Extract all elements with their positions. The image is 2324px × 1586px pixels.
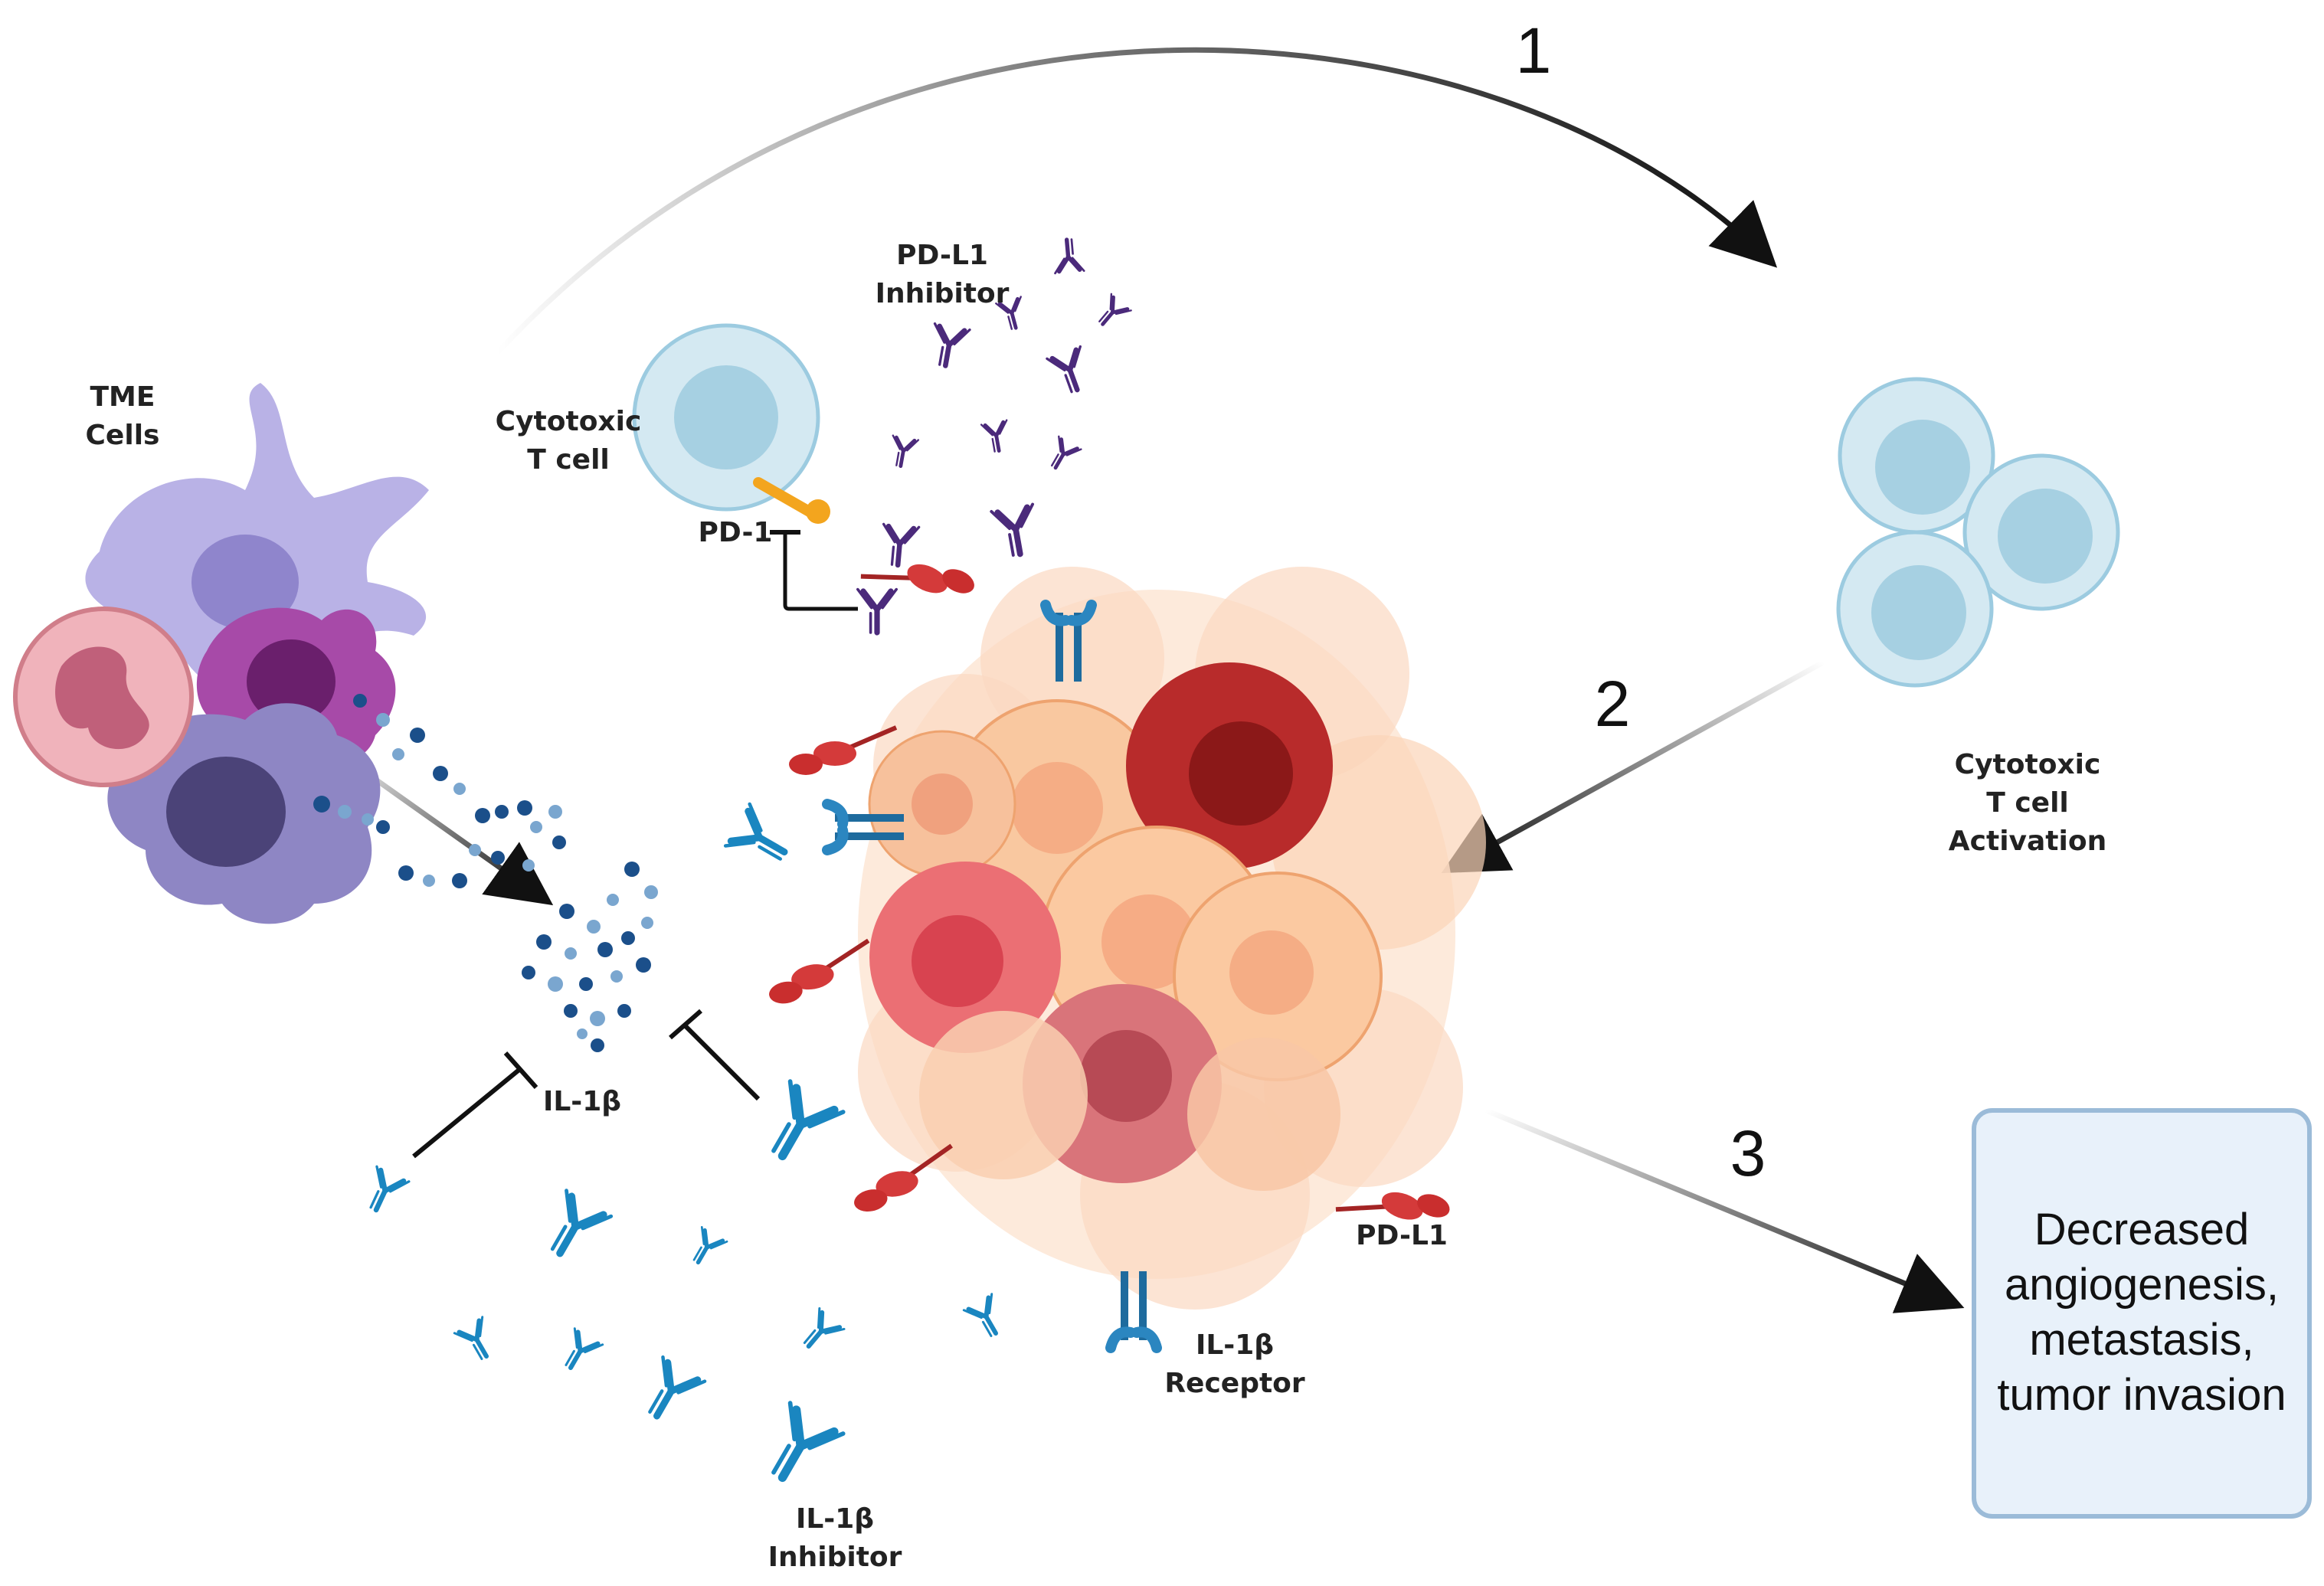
step-2-number: 2 xyxy=(1595,668,1631,740)
cytotoxic-t-cell-label-line1: Cytotoxic xyxy=(496,406,642,437)
pd1-receptor xyxy=(753,477,830,524)
cytotoxic-t-cell xyxy=(632,323,820,512)
step-1-number: 1 xyxy=(1516,15,1552,87)
activation-label-line3: Activation xyxy=(1949,826,2106,857)
activated-t-cells xyxy=(1836,377,2120,688)
il1b-molecules xyxy=(313,694,658,1052)
step-3-arrow xyxy=(1484,1107,1965,1313)
outcome-box: Decreased angiogenesis, metastasis, tumo… xyxy=(1972,1108,2312,1519)
il1b-label: IL-1β xyxy=(543,1086,621,1117)
outcome-line3: metastasis, xyxy=(2029,1315,2254,1365)
pd1-label: PD-1 xyxy=(699,517,773,548)
pdl1-label: PD-L1 xyxy=(1356,1220,1448,1251)
pdl1-inhibitor-label-line2: Inhibitor xyxy=(876,278,1010,309)
activation-label-line1: Cytotoxic xyxy=(1955,749,2101,780)
il1b-inhibitor-label-line1: IL-1β xyxy=(796,1503,874,1535)
il1b-inhibitor-label-line2: Inhibitor xyxy=(768,1542,902,1573)
pd1-inhibition-line xyxy=(783,532,858,611)
step-1-arrow xyxy=(496,47,1778,355)
il1b-receptor-label-line2: Receptor xyxy=(1164,1368,1305,1399)
tumor-mass xyxy=(858,567,1486,1310)
step-3-number: 3 xyxy=(1730,1117,1766,1189)
outcome-line4: tumor invasion xyxy=(1997,1370,2286,1420)
outcome-line2: angiogenesis, xyxy=(2005,1260,2279,1310)
il1b-inhibition-lines xyxy=(412,1009,761,1159)
tme-cells-label-line1: TME xyxy=(90,381,155,413)
cytotoxic-t-cell-label-line2: T cell xyxy=(527,444,610,476)
tme-cells-cluster xyxy=(13,383,429,924)
step-2-arrow xyxy=(1441,659,1825,874)
tme-cells-label-line2: Cells xyxy=(86,420,160,451)
il1b-receptor-label-line1: IL-1β xyxy=(1196,1329,1274,1361)
outcome-line1: Decreased xyxy=(2034,1205,2249,1254)
activation-label-line2: T cell xyxy=(1986,787,2069,819)
pdl1-inhibitor-label-line1: PD-L1 xyxy=(896,240,988,271)
